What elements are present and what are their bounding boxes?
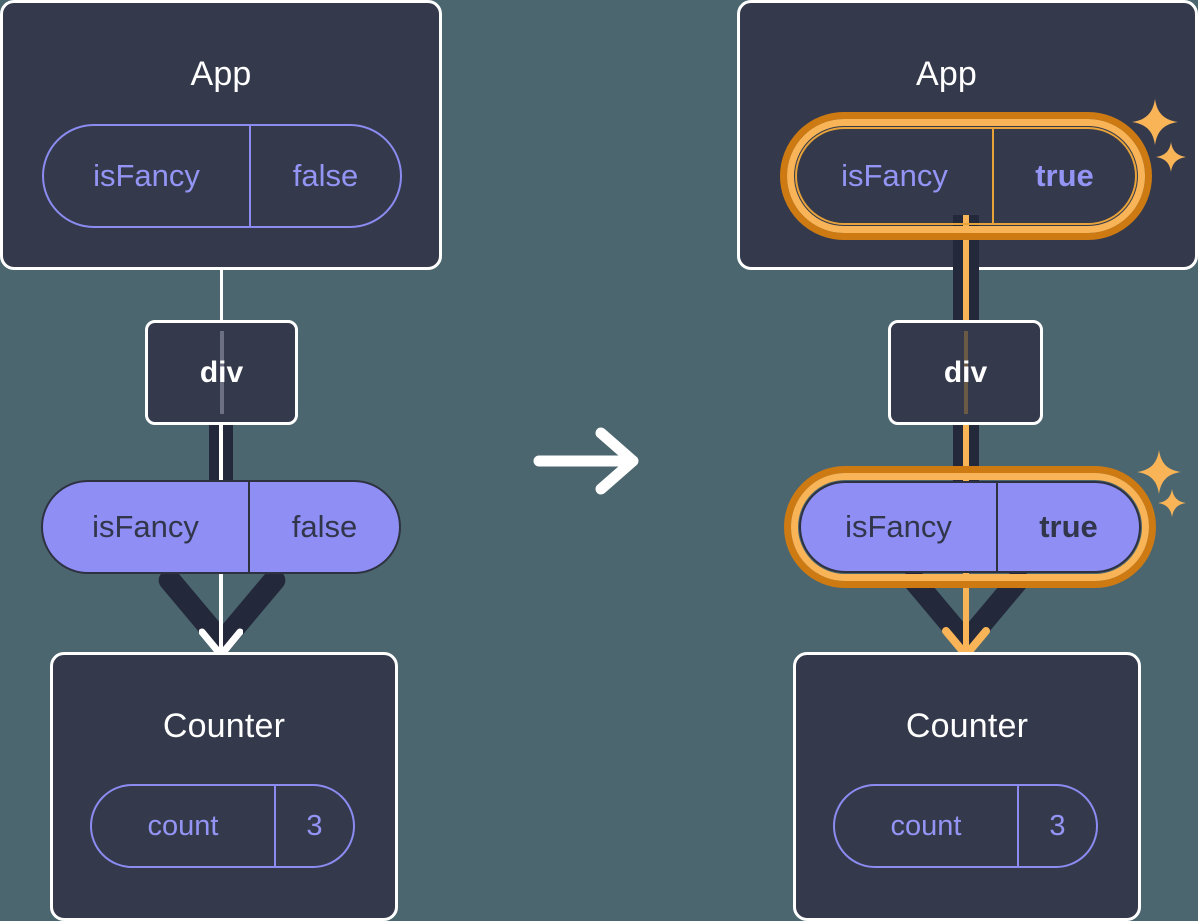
pill-key: count <box>147 809 219 842</box>
highlight-ring-outer-prop-after <box>784 466 1156 588</box>
pill-key: count <box>890 809 962 842</box>
pill-key: isFancy <box>841 158 948 193</box>
transition-arrow-icon <box>533 427 639 495</box>
app-state-pill-after: isFancy true <box>795 127 1137 225</box>
pill-key: isFancy <box>845 509 952 544</box>
sparkle-small-icon-prop-after <box>1158 489 1186 517</box>
wire-app-to-div-core-after <box>963 215 969 327</box>
pill-value: false <box>291 509 358 544</box>
pill-value: true <box>1035 158 1094 193</box>
pill-separator <box>1017 786 1019 866</box>
pill-value: 3 <box>1049 809 1066 842</box>
div-label: div <box>199 355 244 389</box>
pill-separator <box>248 482 250 572</box>
wire-div-to-pill-core-before <box>219 423 223 489</box>
div-box-after: div <box>888 320 1043 425</box>
counter-card-title: Counter <box>905 707 1029 745</box>
prop-pill-after: isFancy true <box>799 481 1141 573</box>
pill-value: false <box>292 158 359 193</box>
div-wire-segment <box>219 331 224 414</box>
pill-value: 3 <box>306 809 323 842</box>
sparkle-large-icon-app-after <box>1132 99 1178 145</box>
pill-separator <box>274 786 276 866</box>
pill-separator <box>996 483 998 571</box>
arrow-shaft-after <box>963 572 969 657</box>
pill-separator <box>992 129 994 223</box>
div-box-before: div <box>145 320 298 425</box>
wire-app-to-div-before <box>220 268 223 322</box>
pill-separator <box>249 126 251 226</box>
sparkle-small-icon-app-after <box>1156 142 1186 172</box>
counter-state-pill-after: count 3 <box>833 784 1098 868</box>
app-card-title: App <box>190 55 252 93</box>
highlight-ring-inner-app-after <box>787 119 1145 233</box>
pill-key: isFancy <box>93 158 200 193</box>
pill-key: isFancy <box>92 509 199 544</box>
highlight-ring-outer-app-after <box>780 112 1152 240</box>
prop-pill-before: isFancy false <box>41 480 401 574</box>
counter-card-title: Counter <box>162 707 286 745</box>
sparkle-large-icon-prop-after <box>1137 450 1181 494</box>
div-wire-segment <box>963 331 968 414</box>
arrow-shaft-before <box>219 572 223 657</box>
highlight-ring-inner-prop-after <box>791 473 1149 581</box>
div-label: div <box>943 355 988 389</box>
pill-value: true <box>1039 509 1098 544</box>
app-state-pill-before: isFancy false <box>42 124 402 228</box>
counter-state-pill-before: count 3 <box>90 784 355 868</box>
wire-div-to-pill-core-after <box>963 423 969 489</box>
app-card-title: App <box>915 55 978 93</box>
